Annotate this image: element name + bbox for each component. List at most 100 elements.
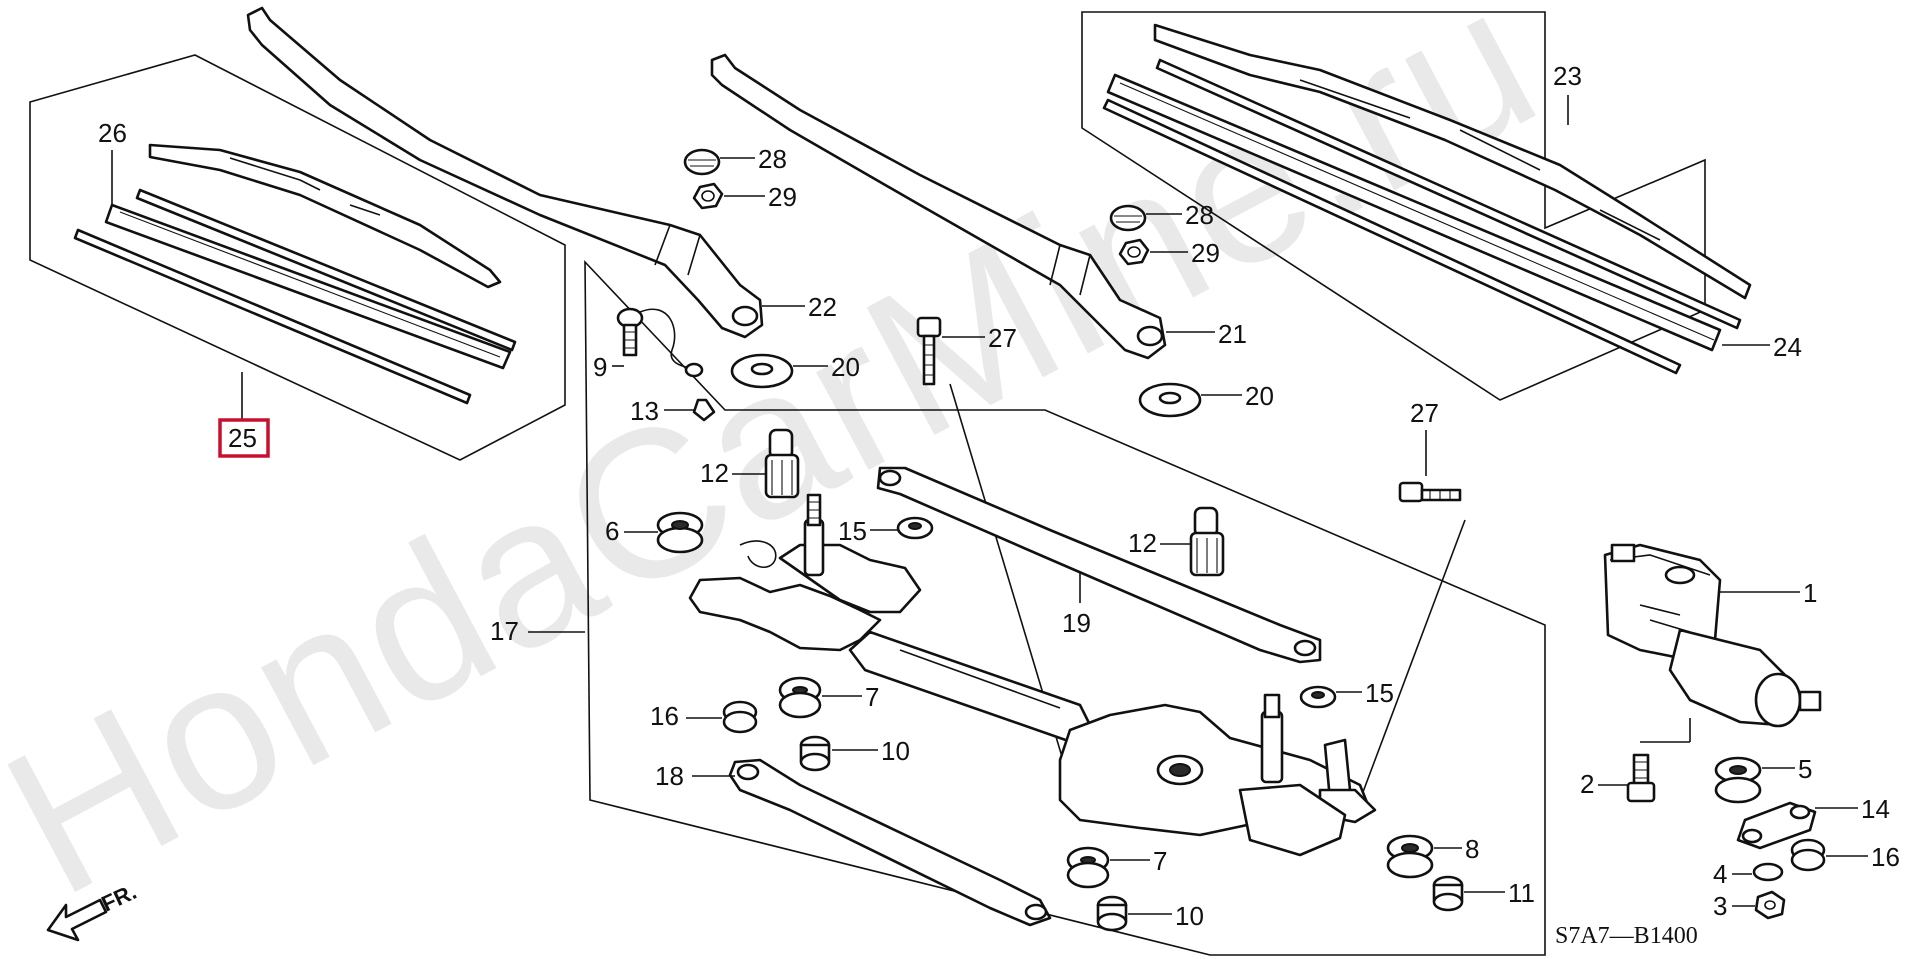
grommet-7-top[interactable]	[778, 676, 822, 719]
nut-3[interactable]	[1754, 890, 1786, 920]
svg-text:22: 22	[808, 292, 837, 322]
callout-21[interactable]: 21	[1166, 319, 1247, 349]
svg-text:25: 25	[228, 423, 257, 453]
svg-text:29: 29	[1191, 238, 1220, 268]
svg-text:27: 27	[1410, 398, 1439, 428]
callout-3[interactable]: 3	[1713, 891, 1755, 921]
callout-29-right[interactable]: 29	[1150, 238, 1220, 268]
svg-text:14: 14	[1861, 794, 1890, 824]
bolt-27-left[interactable]	[916, 316, 942, 386]
svg-text:7: 7	[865, 682, 879, 712]
nut-15-bottom[interactable]	[1299, 685, 1337, 709]
grommet-6[interactable]	[656, 511, 704, 554]
svg-text:16: 16	[1871, 842, 1900, 872]
callout-14[interactable]: 14	[1815, 794, 1890, 824]
svg-text:15: 15	[838, 516, 867, 546]
callout-2[interactable]: 2	[1580, 769, 1628, 799]
svg-text:29: 29	[768, 182, 797, 212]
callout-27-left[interactable]: 27	[942, 323, 1017, 353]
callout-11[interactable]: 11	[1464, 878, 1535, 908]
callout-13[interactable]: 13	[630, 396, 694, 426]
flange-nut-29-left[interactable]	[692, 182, 724, 210]
callout-29-left[interactable]: 29	[724, 182, 797, 212]
callout-22[interactable]: 22	[762, 292, 837, 322]
callout-7-bottom[interactable]: 7	[1110, 846, 1167, 876]
callout-8[interactable]: 8	[1434, 834, 1479, 864]
svg-text:7: 7	[1153, 846, 1167, 876]
left-wiper-blade[interactable]	[73, 143, 517, 405]
callout-28-left[interactable]: 28	[720, 144, 787, 174]
cap-nut-28-left[interactable]	[683, 148, 721, 176]
callout-12-left[interactable]: 12	[700, 458, 766, 488]
svg-text:11: 11	[1508, 878, 1535, 908]
svg-text:13: 13	[630, 396, 659, 426]
callout-10-bottom[interactable]: 10	[1128, 901, 1204, 931]
svg-text:16: 16	[650, 701, 679, 731]
callout-26[interactable]: 26	[98, 118, 127, 205]
callout-16-left[interactable]: 16	[650, 701, 722, 731]
svg-text:17: 17	[490, 616, 519, 646]
washer-20-left[interactable]	[730, 353, 794, 389]
left-wiper-arm[interactable]	[246, 6, 764, 339]
collar-10-bottom[interactable]	[1096, 895, 1128, 932]
collar-11[interactable]	[1432, 875, 1464, 912]
callout-10-top[interactable]: 10	[832, 736, 910, 766]
callout-15-top[interactable]: 15	[838, 516, 898, 546]
right-wiper-blade[interactable]	[1102, 23, 1752, 375]
retaining-clip-hook[interactable]	[739, 540, 777, 568]
callout-27-right[interactable]: 27	[1410, 398, 1439, 476]
svg-text:21: 21	[1218, 319, 1247, 349]
crank-arm-14[interactable]	[1736, 801, 1817, 850]
washer-4[interactable]	[1752, 862, 1784, 882]
bolt-27-right[interactable]	[1398, 481, 1462, 503]
svg-text:12: 12	[1128, 528, 1157, 558]
callout-7-top[interactable]: 7	[822, 682, 879, 712]
svg-text:24: 24	[1773, 332, 1802, 362]
nut-16-right[interactable]	[1790, 838, 1826, 872]
nut-15-top[interactable]	[896, 516, 934, 540]
grommet-7-bottom[interactable]	[1066, 846, 1110, 889]
svg-text:3: 3	[1713, 891, 1727, 921]
bushing-12-left[interactable]	[764, 428, 800, 499]
link-rod-18[interactable]	[728, 758, 1052, 927]
wiper-motor-1[interactable]	[1603, 543, 1822, 728]
clip-13[interactable]	[692, 398, 716, 422]
nut-16-left[interactable]	[722, 700, 758, 734]
link-rod-19[interactable]	[876, 466, 1322, 664]
collar-10-top[interactable]	[799, 735, 831, 772]
callout-17[interactable]: 17	[490, 616, 585, 646]
diagram-code: S7A7—B1400	[1555, 923, 1698, 949]
callout-24[interactable]: 24	[1722, 332, 1802, 362]
callout-12-right[interactable]: 12	[1128, 528, 1191, 558]
callout-4[interactable]: 4	[1713, 859, 1752, 889]
callout-20-right[interactable]: 20	[1201, 381, 1274, 411]
callout-20-left[interactable]: 20	[793, 352, 860, 382]
grommet-8[interactable]	[1386, 834, 1434, 879]
callout-19[interactable]: 19	[1062, 572, 1091, 638]
svg-text:6: 6	[605, 516, 619, 546]
svg-text:12: 12	[700, 458, 729, 488]
ground-wire-9[interactable]	[616, 307, 704, 378]
blade-assembly-23-box	[1081, 11, 1706, 401]
callout-18[interactable]: 18	[655, 761, 735, 791]
callout-25-highlighted[interactable]: 25	[218, 372, 270, 458]
cap-nut-28-right[interactable]	[1109, 204, 1147, 232]
right-wiper-arm[interactable]	[710, 53, 1167, 360]
pivot-linkage-frame[interactable]	[688, 493, 1377, 857]
bolt-2[interactable]	[1626, 753, 1656, 803]
bushing-12-right[interactable]	[1189, 506, 1225, 577]
callout-1[interactable]: 1	[1718, 578, 1817, 608]
washer-20-right[interactable]	[1138, 382, 1202, 418]
svg-text:23: 23	[1553, 61, 1582, 91]
grommet-5[interactable]	[1714, 756, 1762, 804]
callout-23[interactable]: 23	[1553, 61, 1582, 125]
callout-16-right[interactable]: 16	[1826, 842, 1900, 872]
flange-nut-29-right[interactable]	[1118, 238, 1150, 266]
callout-9[interactable]: 9	[593, 352, 624, 382]
callout-15-bottom[interactable]: 15	[1336, 678, 1394, 708]
svg-text:1: 1	[1803, 578, 1817, 608]
callout-5[interactable]: 5	[1762, 754, 1812, 784]
callout-6[interactable]: 6	[605, 516, 658, 546]
svg-text:5: 5	[1798, 754, 1812, 784]
svg-text:4: 4	[1713, 859, 1727, 889]
